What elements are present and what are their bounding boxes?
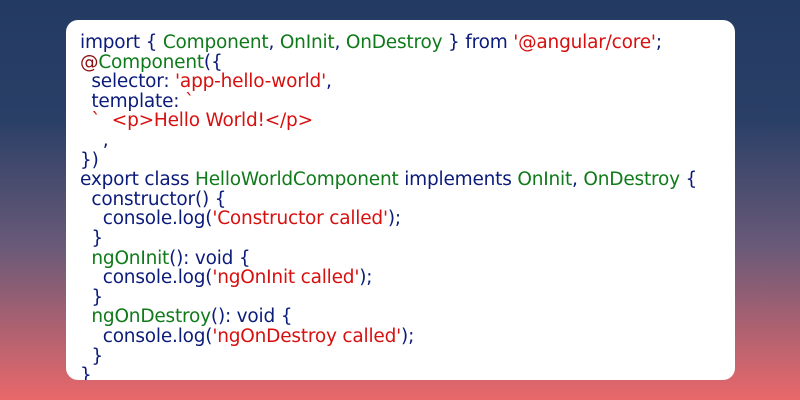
code-line: @Component({ <box>80 51 735 73</box>
code-token: , <box>334 32 346 53</box>
code-line: console.log('Constructor called'); <box>80 209 735 229</box>
code-token: 'Constructor called' <box>212 208 388 230</box>
code-line: constructor() { <box>80 188 735 210</box>
code-token: ` <p>Hello World!</p> <box>80 110 313 132</box>
code-line: import { Component, OnInit, OnDestroy } … <box>80 33 735 53</box>
code-line: } <box>80 229 735 249</box>
code-line: ngOnDestroy(): void { <box>80 307 735 327</box>
code-line: console.log('ngOnInit called'); <box>80 268 735 288</box>
code-block: import { Component, OnInit, OnDestroy } … <box>80 33 735 380</box>
code-token: , <box>572 169 584 191</box>
code-token: 'ngOnDestroy called' <box>212 325 402 347</box>
code-token: } <box>80 345 103 367</box>
code-token: (): void { <box>210 306 293 328</box>
code-token: ngOnInit <box>91 247 170 269</box>
code-token: } <box>80 227 103 249</box>
code-token <box>80 306 91 327</box>
code-line: template: ` <box>80 90 735 112</box>
code-line: } <box>80 366 735 380</box>
code-token: console.log( <box>80 208 213 230</box>
code-token: OnInit <box>279 32 335 53</box>
code-token: Component <box>98 51 204 73</box>
code-token: OnInit <box>517 169 573 191</box>
code-token: ({ <box>203 51 223 73</box>
code-token: console.log( <box>80 267 213 289</box>
code-token: ); <box>359 267 373 289</box>
code-line: ngOnInit(): void { <box>80 247 735 269</box>
code-token: , <box>80 129 109 151</box>
code-token: implements <box>398 169 518 191</box>
code-token: import { <box>80 32 163 53</box>
code-line: ` <p>Hello World!</p> <box>80 111 735 131</box>
code-card: import { Component, OnInit, OnDestroy } … <box>66 20 735 380</box>
code-line: } <box>80 345 735 367</box>
code-token: template: <box>80 90 185 112</box>
code-line: selector: 'app-hello-world', <box>80 72 735 92</box>
code-token: constructor() { <box>80 188 227 210</box>
code-token: , <box>325 71 332 93</box>
code-line: export class HelloWorldComponent impleme… <box>80 170 735 190</box>
code-line: } <box>80 286 735 308</box>
code-token: } <box>80 365 92 380</box>
code-token: (): void { <box>169 247 251 269</box>
code-token: ngOnDestroy <box>91 306 211 328</box>
code-token: } from <box>442 32 514 53</box>
code-line: }) <box>80 149 735 171</box>
code-token: export class <box>80 169 196 191</box>
code-token: HelloWorldComponent <box>195 169 399 191</box>
code-token: }) <box>80 149 99 171</box>
code-token <box>80 248 91 269</box>
code-token: ); <box>387 208 401 230</box>
code-token: '@angular/core' <box>513 32 656 53</box>
code-token: { <box>679 169 698 191</box>
code-token: OnDestroy <box>583 169 680 191</box>
code-line: console.log('ngOnDestroy called'); <box>80 327 735 347</box>
code-token: @ <box>80 51 99 73</box>
code-token: console.log( <box>80 325 213 347</box>
code-token: ` <box>185 90 195 112</box>
code-token: OnDestroy <box>345 32 443 53</box>
code-token: 'app-hello-world' <box>175 71 326 93</box>
code-token: Component <box>162 32 269 53</box>
code-token: } <box>80 286 103 308</box>
code-token: , <box>268 32 280 53</box>
code-token: ; <box>655 32 662 53</box>
code-token: selector: <box>80 71 176 93</box>
code-token: 'ngOnInit called' <box>212 267 360 289</box>
code-token: ); <box>401 325 415 347</box>
code-line: , <box>80 131 735 151</box>
